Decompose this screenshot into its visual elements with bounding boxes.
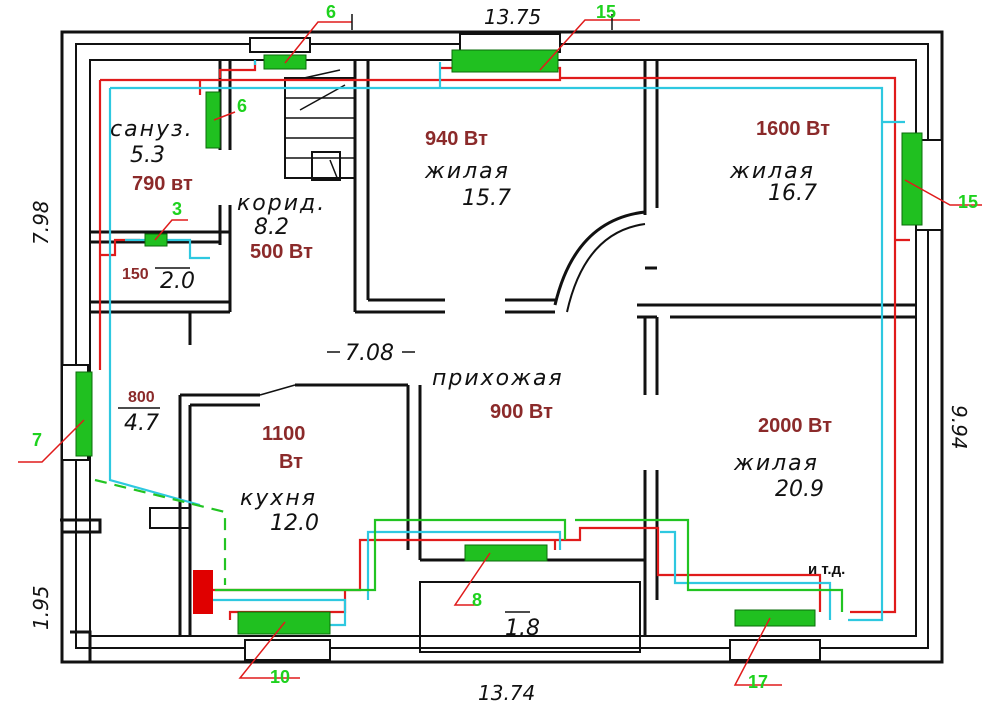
room-small-area: 2.0 (160, 269, 195, 294)
room-bathroom-area: 5.3 (130, 143, 165, 168)
power-bathroom: 790 вт (132, 173, 193, 195)
radiator-callouts: 6 15 6 3 15 7 8 10 17 (32, 2, 978, 692)
room-corridor-area: 8.2 (254, 215, 289, 240)
etc-note: и т.д. (808, 561, 845, 578)
callout-7: 7 (32, 430, 42, 450)
room-bathroom-label: сануз. (110, 117, 194, 142)
power-labels: 790 вт 500 Вт 940 Вт 1600 Вт 900 Вт 1100… (122, 118, 832, 473)
green-line (215, 518, 844, 612)
power-hall: 900 Вт (490, 401, 553, 423)
radiator-17 (734, 609, 816, 627)
power-kitchen-value: 1100 (262, 423, 305, 445)
callout-3: 3 (172, 199, 182, 219)
radiator-8 (464, 544, 548, 562)
radiator-7 (75, 371, 93, 457)
power-corridor: 500 Вт (250, 241, 313, 263)
room-living2-area: 16.7 (768, 181, 817, 206)
callout-17: 17 (748, 672, 768, 692)
radiator-6-bath (205, 91, 221, 149)
room-living1-label: жилая (424, 159, 510, 184)
return-pipe (108, 60, 905, 627)
callout-8: 8 (472, 590, 482, 610)
dashed-line (94, 478, 227, 585)
radiators (75, 49, 923, 635)
pipes (94, 60, 910, 627)
room-living1-area: 15.7 (462, 186, 511, 211)
callout-6-top: 6 (326, 2, 336, 22)
room-living3-label: жилая (733, 451, 819, 476)
callout-leaders (18, 19, 982, 686)
room-hall-label: прихожая (432, 366, 564, 391)
room-kitchen-label: кухня (240, 486, 317, 511)
radiator-15-top (451, 49, 559, 73)
room-labels: сануз. 5.3 корид. 8.2 жилая 15.7 жилая 1… (110, 117, 824, 641)
callout-15-right: 15 (958, 192, 978, 212)
power-living2: 1600 Вт (756, 118, 830, 140)
boiler (193, 570, 213, 614)
callout-6-bath: 6 (237, 96, 247, 116)
callout-15-top: 15 (596, 2, 616, 22)
dim-bottom: 13.74 (478, 681, 535, 705)
room-corridor-label: корид. (237, 191, 326, 216)
dim-left-upper: 7.98 (29, 200, 53, 245)
dim-right: 9.94 (947, 405, 971, 450)
power-room-47: 800 (128, 389, 155, 406)
dim-left-lower: 1.95 (29, 585, 53, 630)
power-small-room: 150 (122, 266, 149, 283)
room-porch-area: 1.8 (505, 616, 540, 641)
power-living3: 2000 Вт (758, 415, 832, 437)
dimensions: 13.75 13.74 7.98 1.95 9.94 (29, 5, 971, 705)
power-living1: 940 Вт (425, 128, 488, 150)
room-hall-area: 7.08 (345, 341, 394, 366)
room-living3-area: 20.9 (775, 477, 824, 502)
power-kitchen-unit: Вт (279, 451, 303, 473)
room-47-area: 4.7 (124, 411, 159, 436)
outer-wall (60, 30, 944, 664)
room-living2-label: жилая (729, 159, 815, 184)
radiator-3 (144, 233, 168, 247)
radiator-15-right (901, 132, 923, 226)
room-kitchen-area: 12.0 (270, 511, 319, 536)
callout-10: 10 (270, 667, 290, 687)
dim-top: 13.75 (484, 5, 541, 29)
